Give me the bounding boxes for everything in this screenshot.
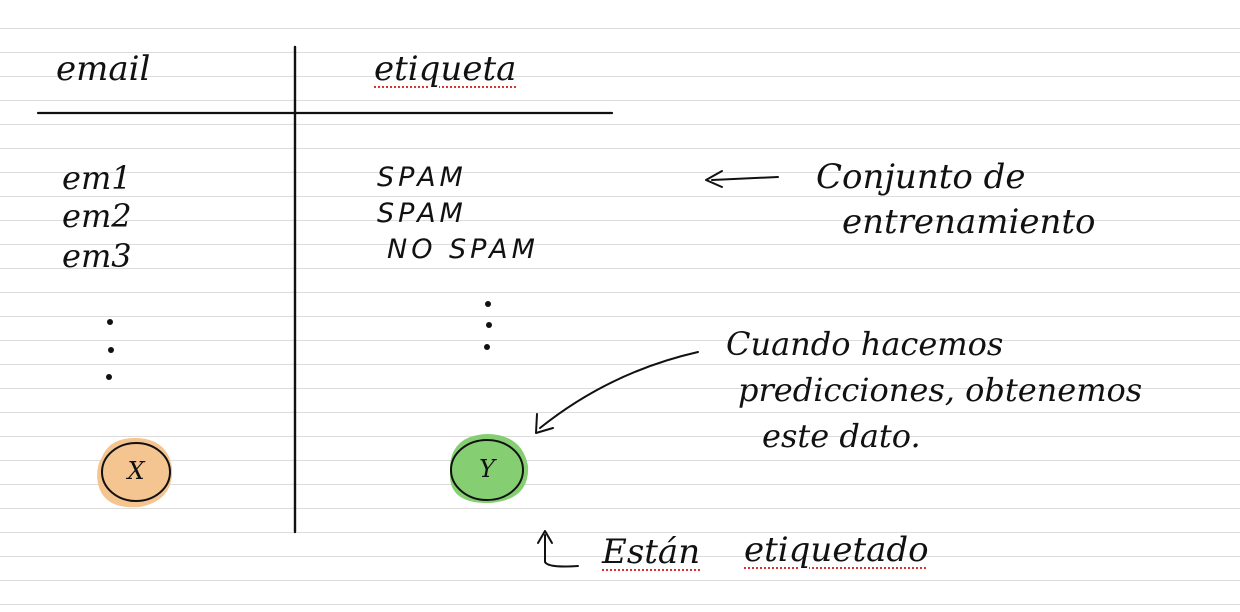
labeled-arrow — [537, 530, 579, 568]
prediction-note-line-2: predicciones, obtenemos — [738, 371, 1143, 409]
training-note-line-1: Conjunto de — [816, 157, 1026, 197]
email-row-2: em2 — [62, 197, 132, 235]
label-row-3: NO SPAM — [387, 234, 539, 265]
label-row-1: SPAM — [377, 162, 467, 193]
training-note-line-2: entrenamiento — [842, 202, 1096, 242]
label-row-2: SPAM — [377, 198, 467, 229]
y-circle — [450, 439, 524, 501]
ellipsis-dots-email — [106, 319, 114, 380]
email-row-1: em1 — [62, 159, 132, 197]
email-row-3: em3 — [62, 237, 132, 275]
labeled-note-word-1: Están — [602, 532, 701, 572]
labeled-note-word-2: etiquetado — [744, 530, 929, 570]
prediction-note-line-3: este dato. — [762, 417, 921, 455]
output-y-label: Y — [479, 455, 495, 483]
y-highlight — [450, 434, 529, 504]
ellipsis-dots-label — [484, 301, 492, 350]
input-x-label: X — [127, 457, 145, 485]
prediction-note-line-1: Cuando hacemos — [726, 325, 1004, 363]
x-circle — [101, 442, 171, 502]
header-email: email — [56, 49, 151, 89]
header-label: etiqueta — [374, 49, 517, 89]
prediction-arrow — [535, 351, 699, 434]
training-arrow — [705, 170, 779, 188]
x-highlight — [97, 437, 173, 508]
